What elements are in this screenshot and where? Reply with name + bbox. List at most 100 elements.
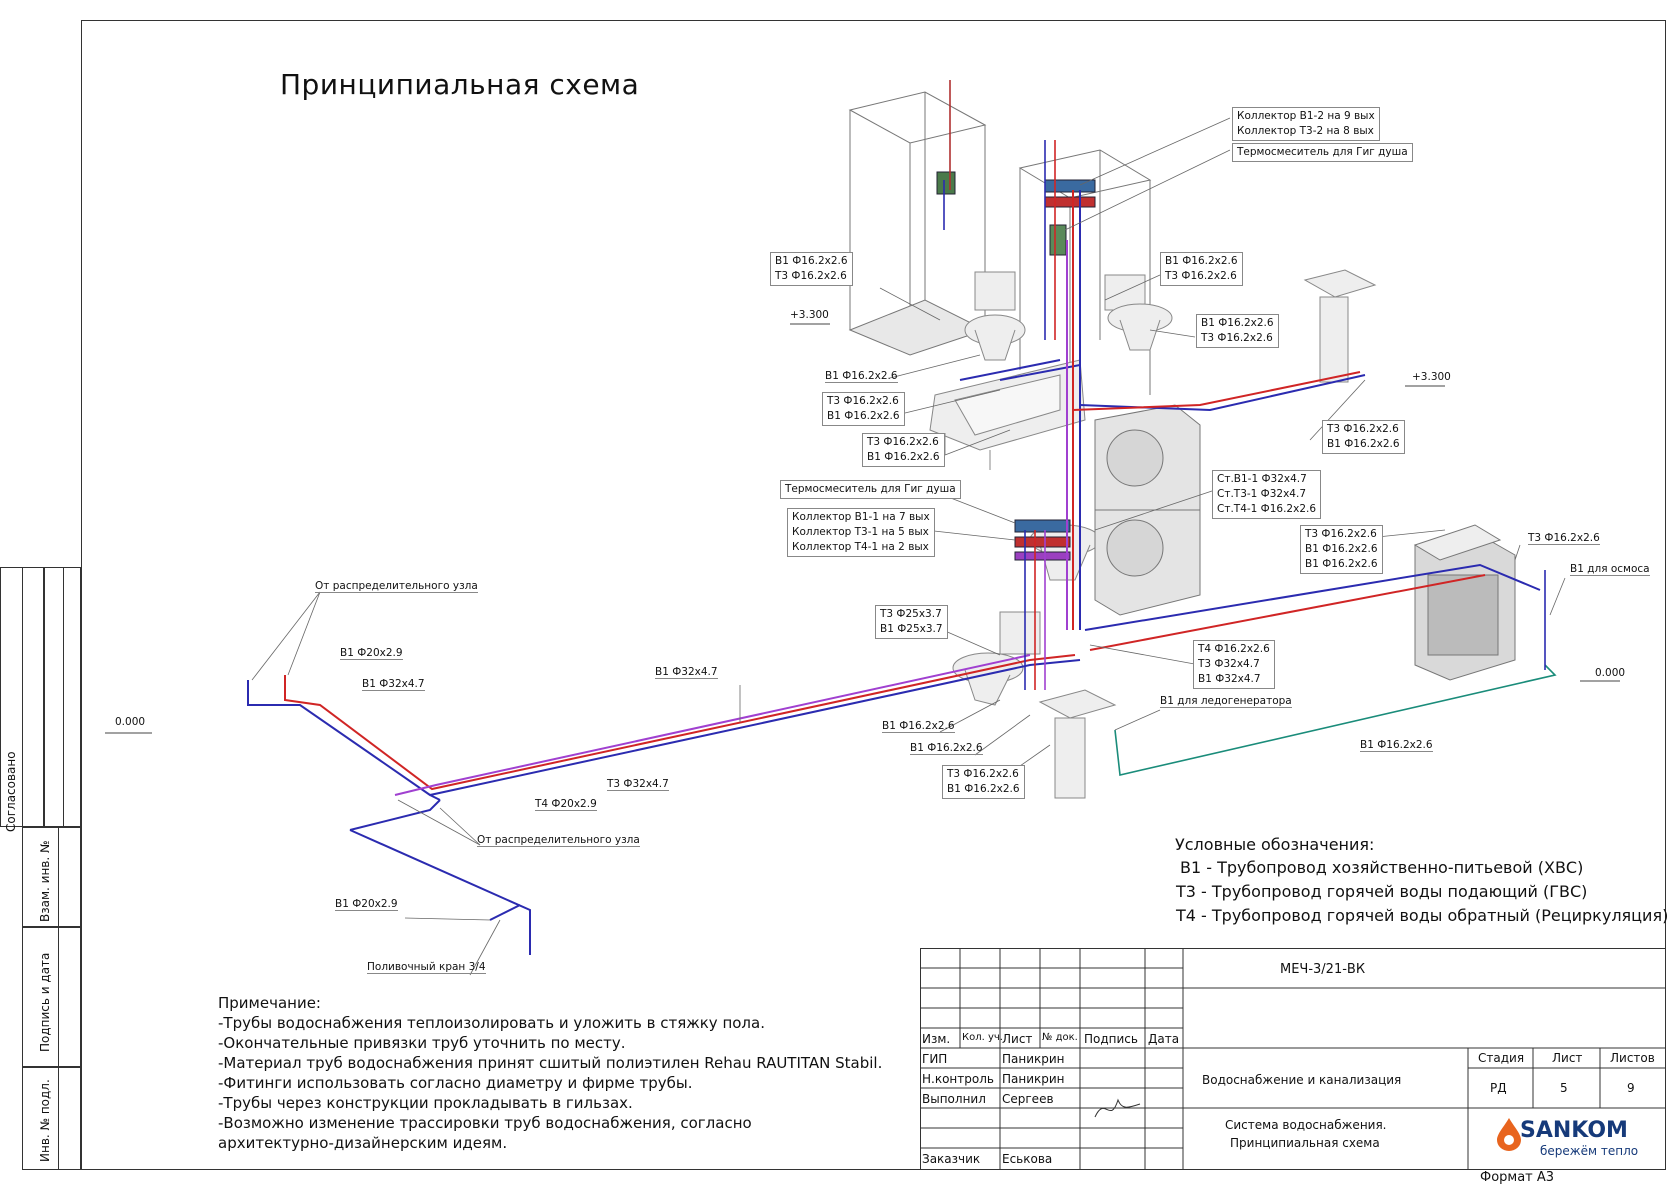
level-upper-right: +3.300	[1412, 371, 1451, 383]
signature-squiggle	[1094, 1098, 1141, 1118]
name-gip: Паникрин	[1002, 1052, 1065, 1066]
role-gip: ГИП	[922, 1052, 948, 1066]
page-title: Принципиальная схема	[280, 68, 640, 101]
sankom-logo-name: SANKOM	[1520, 1118, 1628, 1143]
col-kol-uch: Кол. уч.	[962, 1032, 1003, 1043]
callout-tap: Поливочный кран 3/4	[367, 961, 486, 974]
side-stamp: Согласовано Взам. инв. № Подпись и дата …	[0, 567, 81, 1170]
side-sign-label: Подпись и дата	[38, 952, 52, 1052]
toilet-upper-right	[1104, 274, 1173, 351]
note-line: -Окончательные привязки труб уточнить по…	[218, 1034, 626, 1052]
collector-lower	[1014, 519, 1071, 561]
legend-row-t3: Т3 - Трубопровод горячей воды подающий (…	[1176, 882, 1588, 901]
callout-t3-right: Т3 Ф16.2х2.6	[1528, 532, 1600, 545]
callout-b1-20: В1 Ф20х2.9	[340, 647, 403, 660]
legend-heading: Условные обозначения:	[1175, 835, 1375, 854]
name-zakazchik: Еськова	[1002, 1152, 1053, 1166]
side-cell	[22, 567, 44, 827]
pipe-green-line	[1114, 664, 1557, 776]
side-cell	[58, 827, 81, 1170]
pipe-main-b1	[247, 190, 1541, 955]
shower-cabin-upper	[848, 91, 987, 356]
callout-b1-lower-b: В1 Ф16.2х2.6	[910, 742, 983, 755]
washbasin-right	[1303, 269, 1377, 383]
sheets-label: Листов	[1610, 1051, 1655, 1065]
note-line: архитектурно-дизайнерским идеям.	[218, 1134, 508, 1152]
note-line: -Возможно изменение трассировки труб вод…	[218, 1114, 752, 1132]
level-marks	[105, 323, 1620, 734]
role-ncontrol: Н.контроль	[922, 1072, 994, 1086]
sheets-value: 9	[1627, 1081, 1635, 1095]
col-data: Дата	[1148, 1032, 1180, 1046]
side-agreed-label: Согласовано	[4, 751, 18, 832]
toilet-lower	[952, 611, 1041, 706]
callout-b1-lower-a: В1 Ф16.2х2.6	[882, 720, 955, 733]
sheet-label: Лист	[1552, 1051, 1583, 1065]
notes-heading: Примечание:	[218, 994, 321, 1012]
toilet-upper-left	[964, 271, 1026, 361]
sankom-logo-slogan: бережём тепло	[1540, 1144, 1639, 1158]
title-block-grid	[920, 948, 1666, 1170]
thermo-mixer-upper	[936, 171, 956, 195]
sheet-value: 5	[1560, 1081, 1568, 1095]
side-vzam-label: Взам. инв. №	[38, 840, 52, 922]
callout-from-node-bottom: От распределительного узла	[477, 834, 640, 847]
legend-row-b1: В1 - Трубопровод хозяйственно-питьевой (…	[1180, 858, 1584, 877]
side-cell	[44, 567, 64, 827]
drawing-frame	[81, 20, 1666, 1170]
pipe-main-t3	[284, 190, 1486, 791]
callout-b1-ice: В1 для ледогенератора	[1160, 695, 1292, 708]
callout-from-node-top: От распределительного узла	[315, 580, 478, 593]
note-line: -Трубы через конструкции прокладывать в …	[218, 1094, 633, 1112]
bathtub	[929, 359, 1086, 470]
pipe-upper-verticals	[943, 80, 1546, 690]
sheet-title-line1: Система водоснабжения.	[1225, 1118, 1387, 1132]
role-zakazchik: Заказчик	[922, 1152, 981, 1166]
notes-block: Примечание: -Трубы водоснабжения теплоиз…	[218, 993, 882, 1153]
thermo-mixer-upper-2	[1049, 224, 1067, 256]
pipe-main-t4	[394, 240, 1068, 796]
level-right: 0.000	[1595, 667, 1626, 679]
legend-row-t4: Т4 - Трубопровод горячей воды обратный (…	[1176, 906, 1669, 925]
format-label: Формат А3	[1480, 1170, 1555, 1185]
col-list: Лист	[1002, 1032, 1033, 1046]
sankom-logo-icon	[1497, 1118, 1521, 1151]
callout-b1-osmos: В1 для осмоса	[1570, 563, 1650, 576]
callout-t3-32: Т3 Ф32х4.7	[607, 778, 669, 791]
level-left: 0.000	[115, 716, 146, 728]
callout-b1-single-a: В1 Ф16.2х2.6	[825, 370, 898, 383]
col-izm: Изм.	[922, 1032, 951, 1046]
callout-thermo-upper: Термосмеситель для Гиг душа	[1232, 143, 1413, 162]
name-vypolnil: Сергеев	[1002, 1092, 1054, 1106]
stage-label: Стадия	[1478, 1051, 1525, 1065]
side-inv-label: Инв. № подл.	[38, 1079, 52, 1162]
washbasin-lower	[1038, 689, 1117, 799]
note-line: -Материал труб водоснабжения принят сшит…	[218, 1054, 883, 1072]
doc-code: МЕЧ-3/21-ВК	[1280, 962, 1366, 977]
callout-b1-32-left: В1 Ф32х4.7	[362, 678, 425, 691]
callout-b1-32-mid: В1 Ф32х4.7	[655, 666, 718, 679]
note-line: -Фитинги использовать согласно диаметру …	[218, 1074, 693, 1092]
title-block: МЕЧ-3/21-ВК Изм. Кол. уч. Лист № док. По…	[920, 948, 1666, 1170]
callout-b1-right-bottom: В1 Ф16.2х2.6	[1360, 739, 1433, 752]
col-podpis: Подпись	[1084, 1032, 1138, 1046]
callout-b1-20-low: В1 Ф20х2.9	[335, 898, 398, 911]
note-line: -Трубы водоснабжения теплоизолировать и …	[218, 1014, 765, 1032]
washing-machine-stack	[1094, 404, 1201, 616]
name-ncontrol: Паникрин	[1002, 1072, 1065, 1086]
callout-t4-20: Т4 Ф20х2.9	[535, 798, 597, 811]
kitchen-sink-cabinet	[1413, 524, 1516, 681]
